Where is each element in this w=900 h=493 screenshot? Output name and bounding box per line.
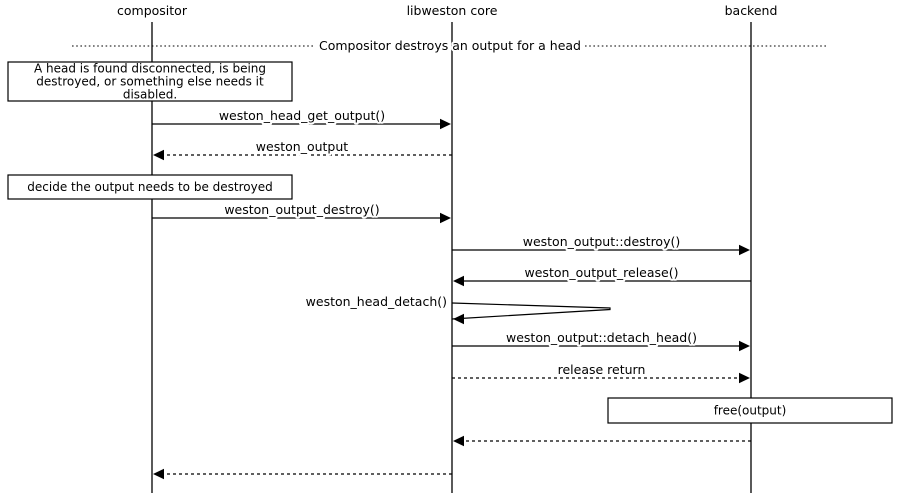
arrow-head (453, 435, 464, 447)
note-head-disconnected-line-1: destroyed, or something else needs it (36, 75, 264, 89)
msg-release-return: release return (452, 360, 750, 384)
msg-weston-head-get-output-label: weston_head_get_output() (219, 108, 385, 123)
msg-release-return-label: release return (558, 362, 646, 377)
note-decide-destroy-line-0: decide the output needs to be destroyed (27, 180, 272, 194)
msg-weston-output-return-label: weston_output (256, 139, 348, 154)
note-free-output: free(output) (607, 397, 893, 424)
arrow-head (440, 212, 451, 224)
note-decide-destroy-box (7, 174, 293, 200)
divider-label: Compositor destroys an output for a head (319, 38, 581, 53)
arrow-head (153, 149, 164, 161)
arrow-head (739, 372, 750, 384)
msg-weston-output-destroy: weston_output_destroy() (152, 200, 451, 224)
msg-weston-output-detach-head: weston_output::detach_head() (452, 328, 750, 352)
msg-weston-output-return: weston_output (153, 137, 452, 161)
arrow-head (453, 313, 464, 325)
msg-weston-head-detach-label: weston_head_detach() (306, 294, 447, 309)
actor-libweston-core: libweston core (407, 3, 498, 493)
msg-weston-head-detach-loop (451, 302, 611, 320)
arrow-head (739, 340, 750, 352)
msg-weston-output-release-label: weston_output_release() (525, 265, 679, 280)
note-free-output-line-0: free(output) (714, 404, 787, 418)
note-free-output-box (607, 397, 893, 424)
arrow-head (440, 118, 451, 130)
note-head-disconnected-line-2: disabled. (123, 88, 177, 102)
msg-core-return (153, 468, 452, 480)
msg-weston-output-detach-head-label: weston_output::detach_head() (506, 330, 697, 345)
msg-weston-output-release: weston_output_release() (453, 263, 751, 287)
msg-weston-output-destroy-vfunc-label: weston_output::destroy() (523, 234, 681, 249)
note-decide-destroy: decide the output needs to be destroyed (7, 174, 293, 200)
note-head-disconnected-box (7, 61, 293, 102)
msg-weston-output-destroy-label: weston_output_destroy() (224, 202, 379, 217)
arrow-head (739, 244, 750, 256)
arrow-head (453, 275, 464, 287)
arrow-head (153, 468, 164, 480)
actor-label-compositor: compositor (117, 3, 188, 18)
msg-weston-head-get-output: weston_head_get_output() (152, 106, 451, 130)
msg-weston-head-detach: weston_head_detach() (306, 294, 611, 325)
msg-backend-return (453, 435, 751, 447)
note-head-disconnected-line-0: A head is found disconnected, is being (34, 62, 266, 76)
note-head-disconnected: A head is found disconnected, is beingde… (7, 61, 293, 102)
actor-label-libweston-core: libweston core (407, 3, 498, 18)
actor-label-backend: backend (725, 3, 778, 18)
msg-weston-output-destroy-vfunc: weston_output::destroy() (452, 232, 750, 256)
